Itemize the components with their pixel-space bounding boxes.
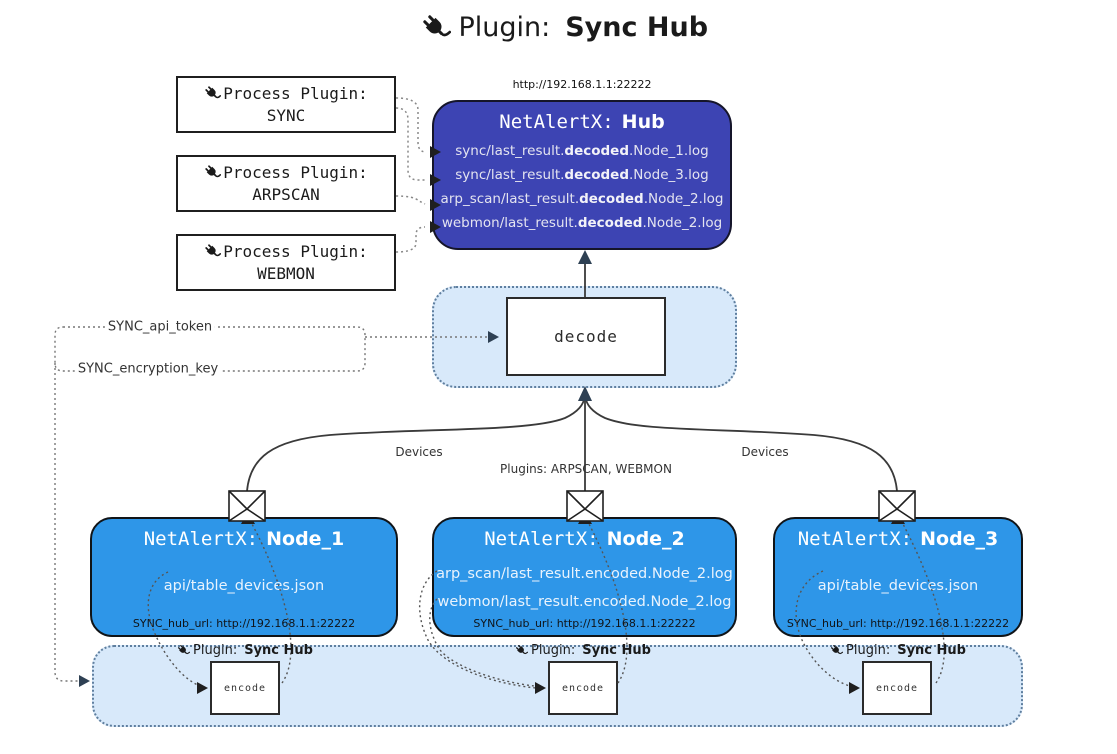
process-plugin-box-sync: Process Plugin: SYNC (176, 76, 396, 133)
hub-title-prefix: NetAlertX: (499, 111, 614, 133)
hub-log-line: webmon/last_result.decoded.Node_2.log (441, 215, 723, 231)
node-hub-url: SYNC_hub_url: http://192.168.1.1:22222 (473, 617, 696, 630)
decode-box: decode (506, 297, 666, 376)
node-file: api/table_devices.json (163, 577, 325, 594)
process-plugin-name: ARPSCAN (252, 184, 320, 204)
node-hub-url: SYNC_hub_url: http://192.168.1.1:22222 (786, 617, 1010, 630)
process-plugin-box-webmon: Process Plugin: WEBMON (176, 234, 396, 291)
node-box-node-3: NetAlertX:Node_3 api/table_devices.json … (773, 517, 1023, 637)
node-box-node-1: NetAlertX:Node_1 api/table_devices.json … (90, 517, 398, 637)
hub-box: NetAlertX: Hub sync/last_result.decoded.N… (432, 100, 732, 250)
node-title: NetAlertX:Node_3 (797, 528, 999, 550)
process-plugin-name: SYNC (266, 105, 306, 125)
encode-box-3: encode (862, 661, 932, 715)
node-file: webmon/last_result.encoded.Node_2.log (437, 593, 732, 610)
node-box-node-2: NetAlertX:Node_2 arp_scan/last_result.en… (432, 517, 737, 637)
process-plugin-label: Process Plugin: (223, 83, 368, 103)
process-plugin-label: Process Plugin: (223, 162, 368, 182)
node-title: NetAlertX:Node_1 (143, 528, 345, 550)
node-title: NetAlertX:Node_2 (484, 528, 685, 550)
process-plugin-label: Process Plugin: (223, 241, 368, 261)
process-plugin-name: WEBMON (257, 263, 315, 283)
hub-log-line: sync/last_result.decoded.Node_1.log (455, 143, 709, 159)
hub-title-name: Hub (621, 111, 665, 133)
encode-box-2: encode (548, 661, 618, 715)
process-plugin-box-arpscan: Process Plugin: ARPSCAN (176, 155, 396, 212)
encode-box-1: encode (210, 661, 280, 715)
hub-log-list: sync/last_result.decoded.Node_1.log sync… (434, 139, 730, 235)
plug-icon (204, 164, 222, 181)
hub-log-line: sync/last_result.decoded.Node_3.log (455, 167, 709, 183)
node-hub-url: SYNC_hub_url: http://192.168.1.1:22222 (132, 617, 356, 630)
hub-url-label: http://192.168.1.1:22222 (512, 78, 652, 91)
hub-log-line: arp_scan/last_result.decoded.Node_2.log (440, 191, 724, 207)
hub-title: NetAlertX: Hub (434, 111, 730, 133)
plug-icon (204, 243, 222, 260)
node-file: arp_scan/last_result.encoded.Node_2.log (436, 565, 733, 582)
node-file: api/table_devices.json (817, 577, 979, 594)
plug-icon (204, 85, 222, 102)
